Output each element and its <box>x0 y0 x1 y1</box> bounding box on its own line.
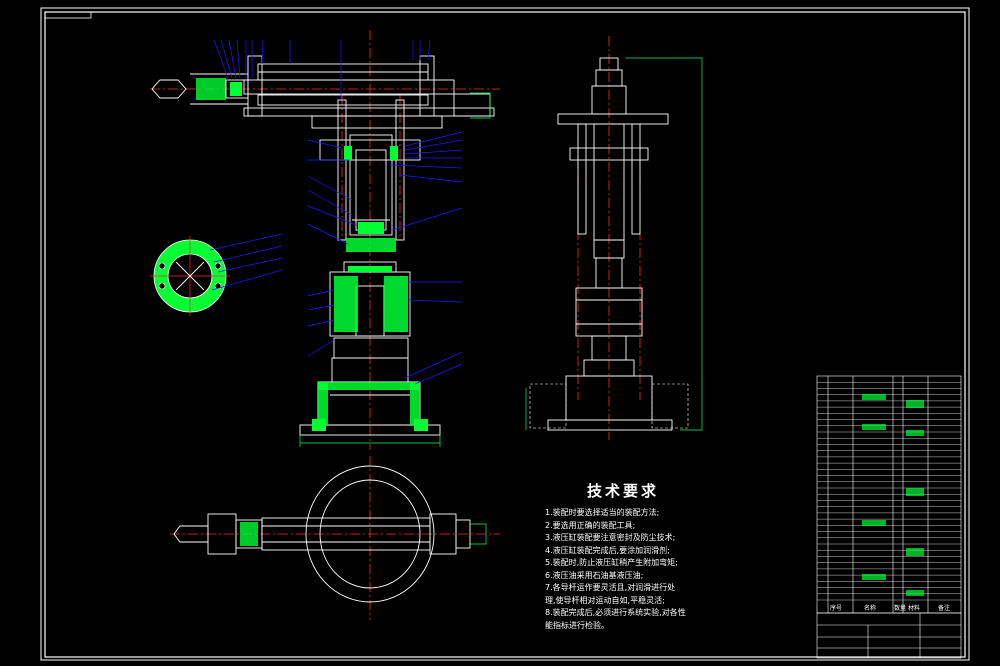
tech-req-line-1: 1.装配时要选择适当的装配方法; <box>545 508 660 517</box>
gripper <box>151 78 249 100</box>
parts-list-rows <box>817 382 961 601</box>
tech-req-line-10: 能指标进行检验。 <box>545 620 609 630</box>
tech-req-line-8: 理,使导杆相对运动自如,平稳灵活; <box>545 595 665 605</box>
drawing-frame <box>40 7 970 661</box>
tech-req-line-7: 7.各导杆运作要灵活且,对润滑进行处 <box>545 583 676 592</box>
title-block <box>816 612 962 659</box>
tech-req-line-5: 5.装配时,防止液压缸稍产生附加弯矩; <box>545 558 678 567</box>
col-header-remark: 备注 <box>938 605 951 612</box>
tech-req-line-2: 2.要选用正确的装配工具; <box>545 520 636 530</box>
side-view <box>525 36 703 440</box>
tech-req-title: 技术要求 <box>587 482 660 500</box>
tech-req-line-4: 4.液压缸装配完成后,要涂加润滑剂; <box>545 545 670 555</box>
top-view <box>170 456 500 620</box>
col-header-name: 名称 <box>864 605 877 612</box>
tech-req-line-3: 3.液压缸装配要注意密封及防尘技术; <box>545 533 676 542</box>
col-header-qty: 数量 <box>894 605 907 612</box>
front-view <box>150 30 500 450</box>
tech-req-line-6: 6.液压油采用石油基液压油; <box>545 570 644 580</box>
technical-requirements: 技术要求 1.装配时要选择适当的装配方法; 2.要选用正确的装配工具; 3.液压… <box>545 480 795 632</box>
section-view-ring <box>150 233 283 316</box>
parts-list-markings <box>862 394 924 596</box>
col-header-no: 序号 <box>830 605 843 612</box>
tech-req-line-9: 8.装配完成后,必须进行系统实验,对各性 <box>545 608 686 617</box>
col-header-material: 材料 <box>908 605 921 612</box>
